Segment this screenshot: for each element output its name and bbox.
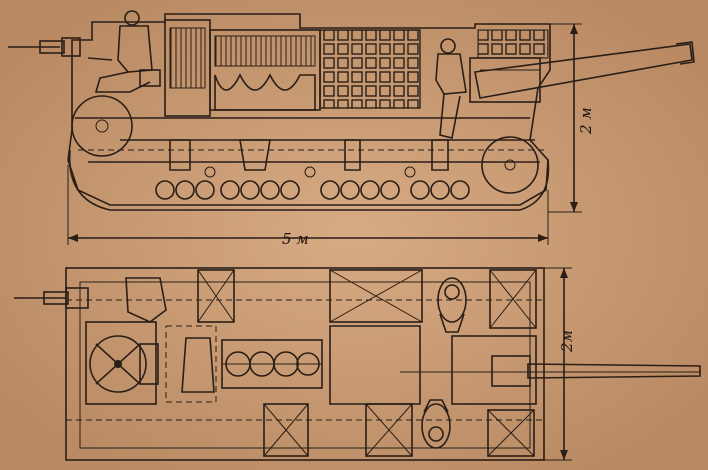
width-label: 2м <box>558 330 576 353</box>
side-suspension <box>169 139 449 171</box>
top-engine <box>221 339 323 389</box>
side-view <box>8 10 695 245</box>
length-label: 5 м <box>282 230 309 248</box>
top-fighting-compartment <box>329 325 421 405</box>
top-view <box>14 267 701 461</box>
side-gunner-figure <box>435 38 467 139</box>
top-driver-station <box>85 321 159 405</box>
length-dimension <box>67 165 549 245</box>
side-mesh-panel <box>319 29 421 109</box>
side-front-idler <box>71 95 133 157</box>
top-crew-figures <box>421 277 467 449</box>
side-road-wheels <box>155 166 470 200</box>
side-engine <box>164 19 321 117</box>
top-main-gun <box>400 335 701 405</box>
height-label: 2 м <box>577 107 595 135</box>
top-gearbox <box>165 325 217 403</box>
side-driver-figure <box>87 10 161 93</box>
side-rear-sprocket <box>481 136 539 194</box>
height-dimension <box>548 23 582 213</box>
side-hull <box>67 13 551 206</box>
side-machine-gun <box>8 37 81 57</box>
width-dimension <box>544 267 572 461</box>
top-machine-gun <box>14 287 89 309</box>
side-track <box>68 149 550 211</box>
side-main-gun <box>469 41 695 103</box>
top-front-gunner <box>125 277 167 323</box>
top-crossed-boxes <box>197 269 537 457</box>
side-rear-grid <box>477 29 549 59</box>
